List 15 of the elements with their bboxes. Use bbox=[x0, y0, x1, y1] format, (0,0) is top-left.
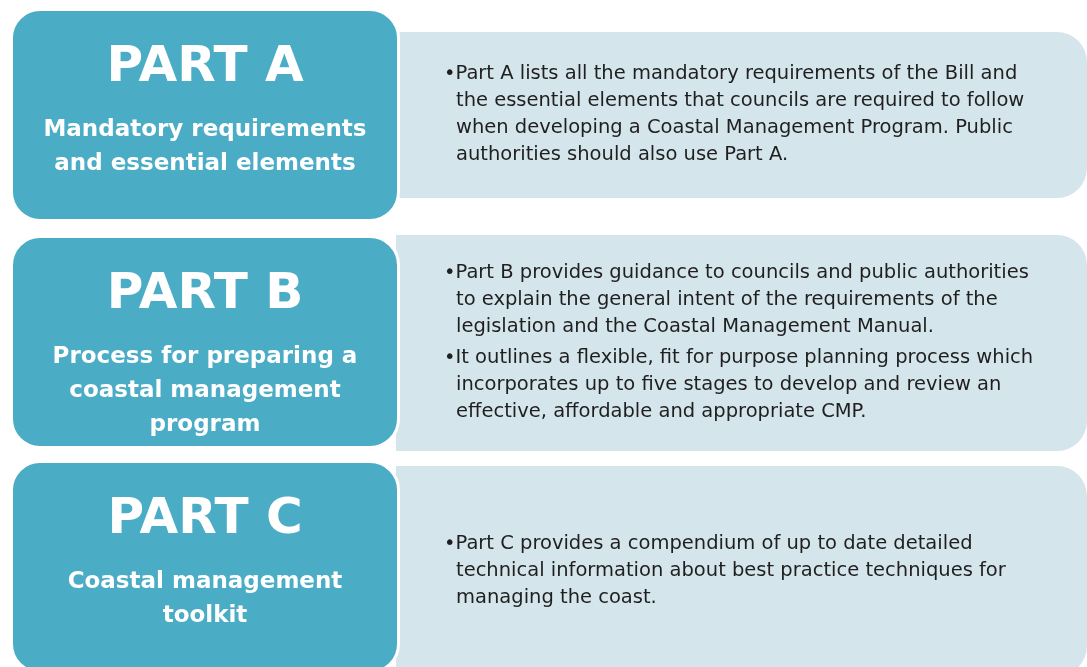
bullet-text: •It outlines a flexible, fit for purpose planning process which incorporates up to five stages to develop and review an effective, affordable and appropriate CMP. bbox=[444, 344, 1035, 424]
section-subtitle: Process for preparing a coastal management program bbox=[51, 341, 359, 438]
section-box bbox=[10, 460, 400, 667]
section-heading: PART A bbox=[106, 35, 304, 93]
bullet-text: •Part A lists all the mandatory requirements of the Bill and the essential elements that councils are required to follow when developing a Coastal Management Program. Public authorities should also use Part A. bbox=[444, 60, 1026, 167]
section-box bbox=[10, 8, 400, 222]
description-panel bbox=[396, 235, 1087, 451]
section-heading: PART B bbox=[106, 262, 304, 320]
section-subtitle: Coastal management toolkit bbox=[66, 566, 344, 629]
section-box bbox=[10, 235, 400, 449]
bullet-text: •Part B provides guidance to councils and public authorities to explain the general intent of the requirements of the legislation and the Coastal Management Manual. bbox=[444, 259, 1030, 339]
description-panel bbox=[396, 466, 1087, 667]
section-subtitle: Mandatory requirements and essential elements bbox=[42, 114, 368, 177]
bullet-text: •Part C provides a compendium of up to date detailed technical information about best practice techniques for managing the coast. bbox=[444, 529, 1007, 610]
section-heading: PART C bbox=[107, 487, 303, 545]
